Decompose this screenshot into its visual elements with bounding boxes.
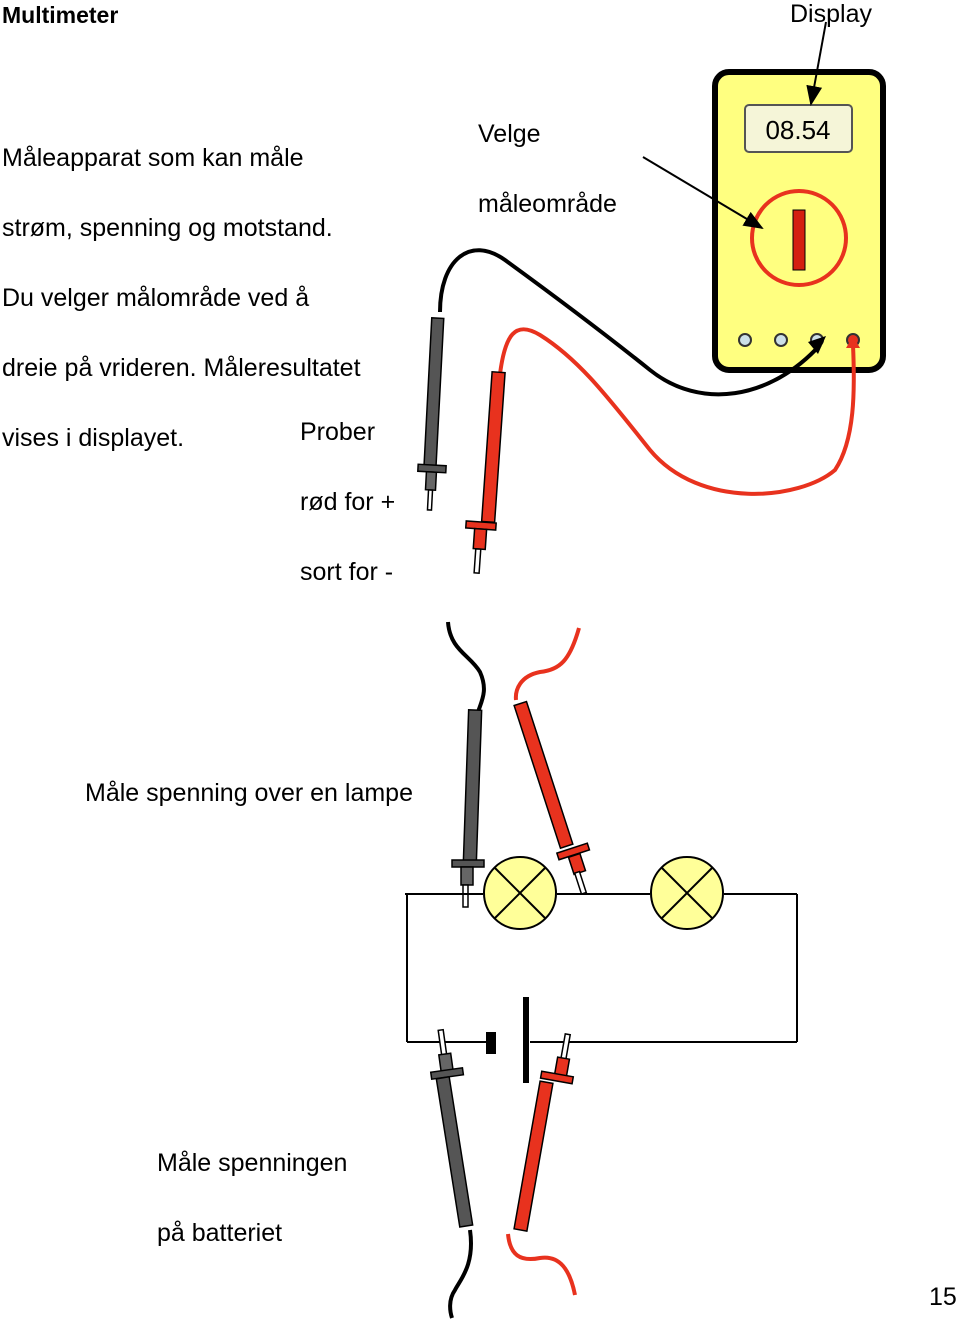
lamp-black-wire [446, 621, 486, 713]
circuit [405, 893, 798, 1043]
red-lead-wire [498, 327, 856, 496]
display-label: Display [790, 0, 872, 28]
battery-black-wire [448, 1229, 473, 1319]
lamp-red-wire [513, 627, 581, 701]
lamp-black-probe [451, 709, 485, 908]
knob-pointer [792, 209, 806, 271]
battery-caption-line: på batteriet [157, 1219, 283, 1247]
battery-red-wire [506, 1233, 577, 1296]
lamp-caption: Måle spenning over en lampe [85, 779, 413, 807]
battery [486, 997, 529, 1083]
lamp [483, 856, 557, 930]
black-probe [417, 316, 447, 511]
lamp-red-probe [513, 700, 591, 896]
intro-line: Måleapparat som kan måle [2, 144, 304, 172]
display-screen [744, 104, 853, 153]
intro-line: vises i displayet. [2, 424, 185, 452]
battery-caption: Måle spenningen på batteriet [157, 1111, 347, 1286]
jack-socket [738, 333, 752, 347]
lamp [650, 856, 724, 930]
jack-socket [774, 333, 788, 347]
page-number: 15 [929, 1283, 957, 1311]
plug-com [808, 336, 826, 354]
range-label-line: Velge [478, 120, 541, 148]
probe-label-line: sort for - [300, 558, 394, 586]
intro-line: dreie på vrideren. Måleresultatet [2, 354, 361, 382]
probe-label: Prober rød for + sort for - [300, 380, 395, 625]
probe-label-line: rød for + [300, 488, 396, 516]
range-pointer-arrow [642, 156, 764, 230]
page-title: Multimeter [2, 2, 119, 28]
battery-red-probe [513, 1032, 575, 1232]
probe-label-line: Prober [300, 418, 376, 446]
intro-text: Måleapparat som kan måle strøm, spenning… [2, 106, 361, 491]
intro-line: strøm, spenning og motstand. [2, 214, 333, 242]
multimeter: 08.54 [712, 69, 886, 373]
range-label-line: måleområde [478, 190, 617, 218]
plug-v [846, 336, 860, 348]
display-value: 08.54 [765, 115, 830, 145]
display-pointer-arrow [806, 21, 827, 106]
battery-caption-line: Måle spenningen [157, 1149, 348, 1177]
black-lead-wire [438, 248, 822, 397]
battery-black-probe [429, 1028, 474, 1228]
intro-line: Du velger målområde ved å [2, 284, 310, 312]
red-probe [464, 370, 506, 574]
range-label: Velge måleområde [478, 82, 617, 257]
